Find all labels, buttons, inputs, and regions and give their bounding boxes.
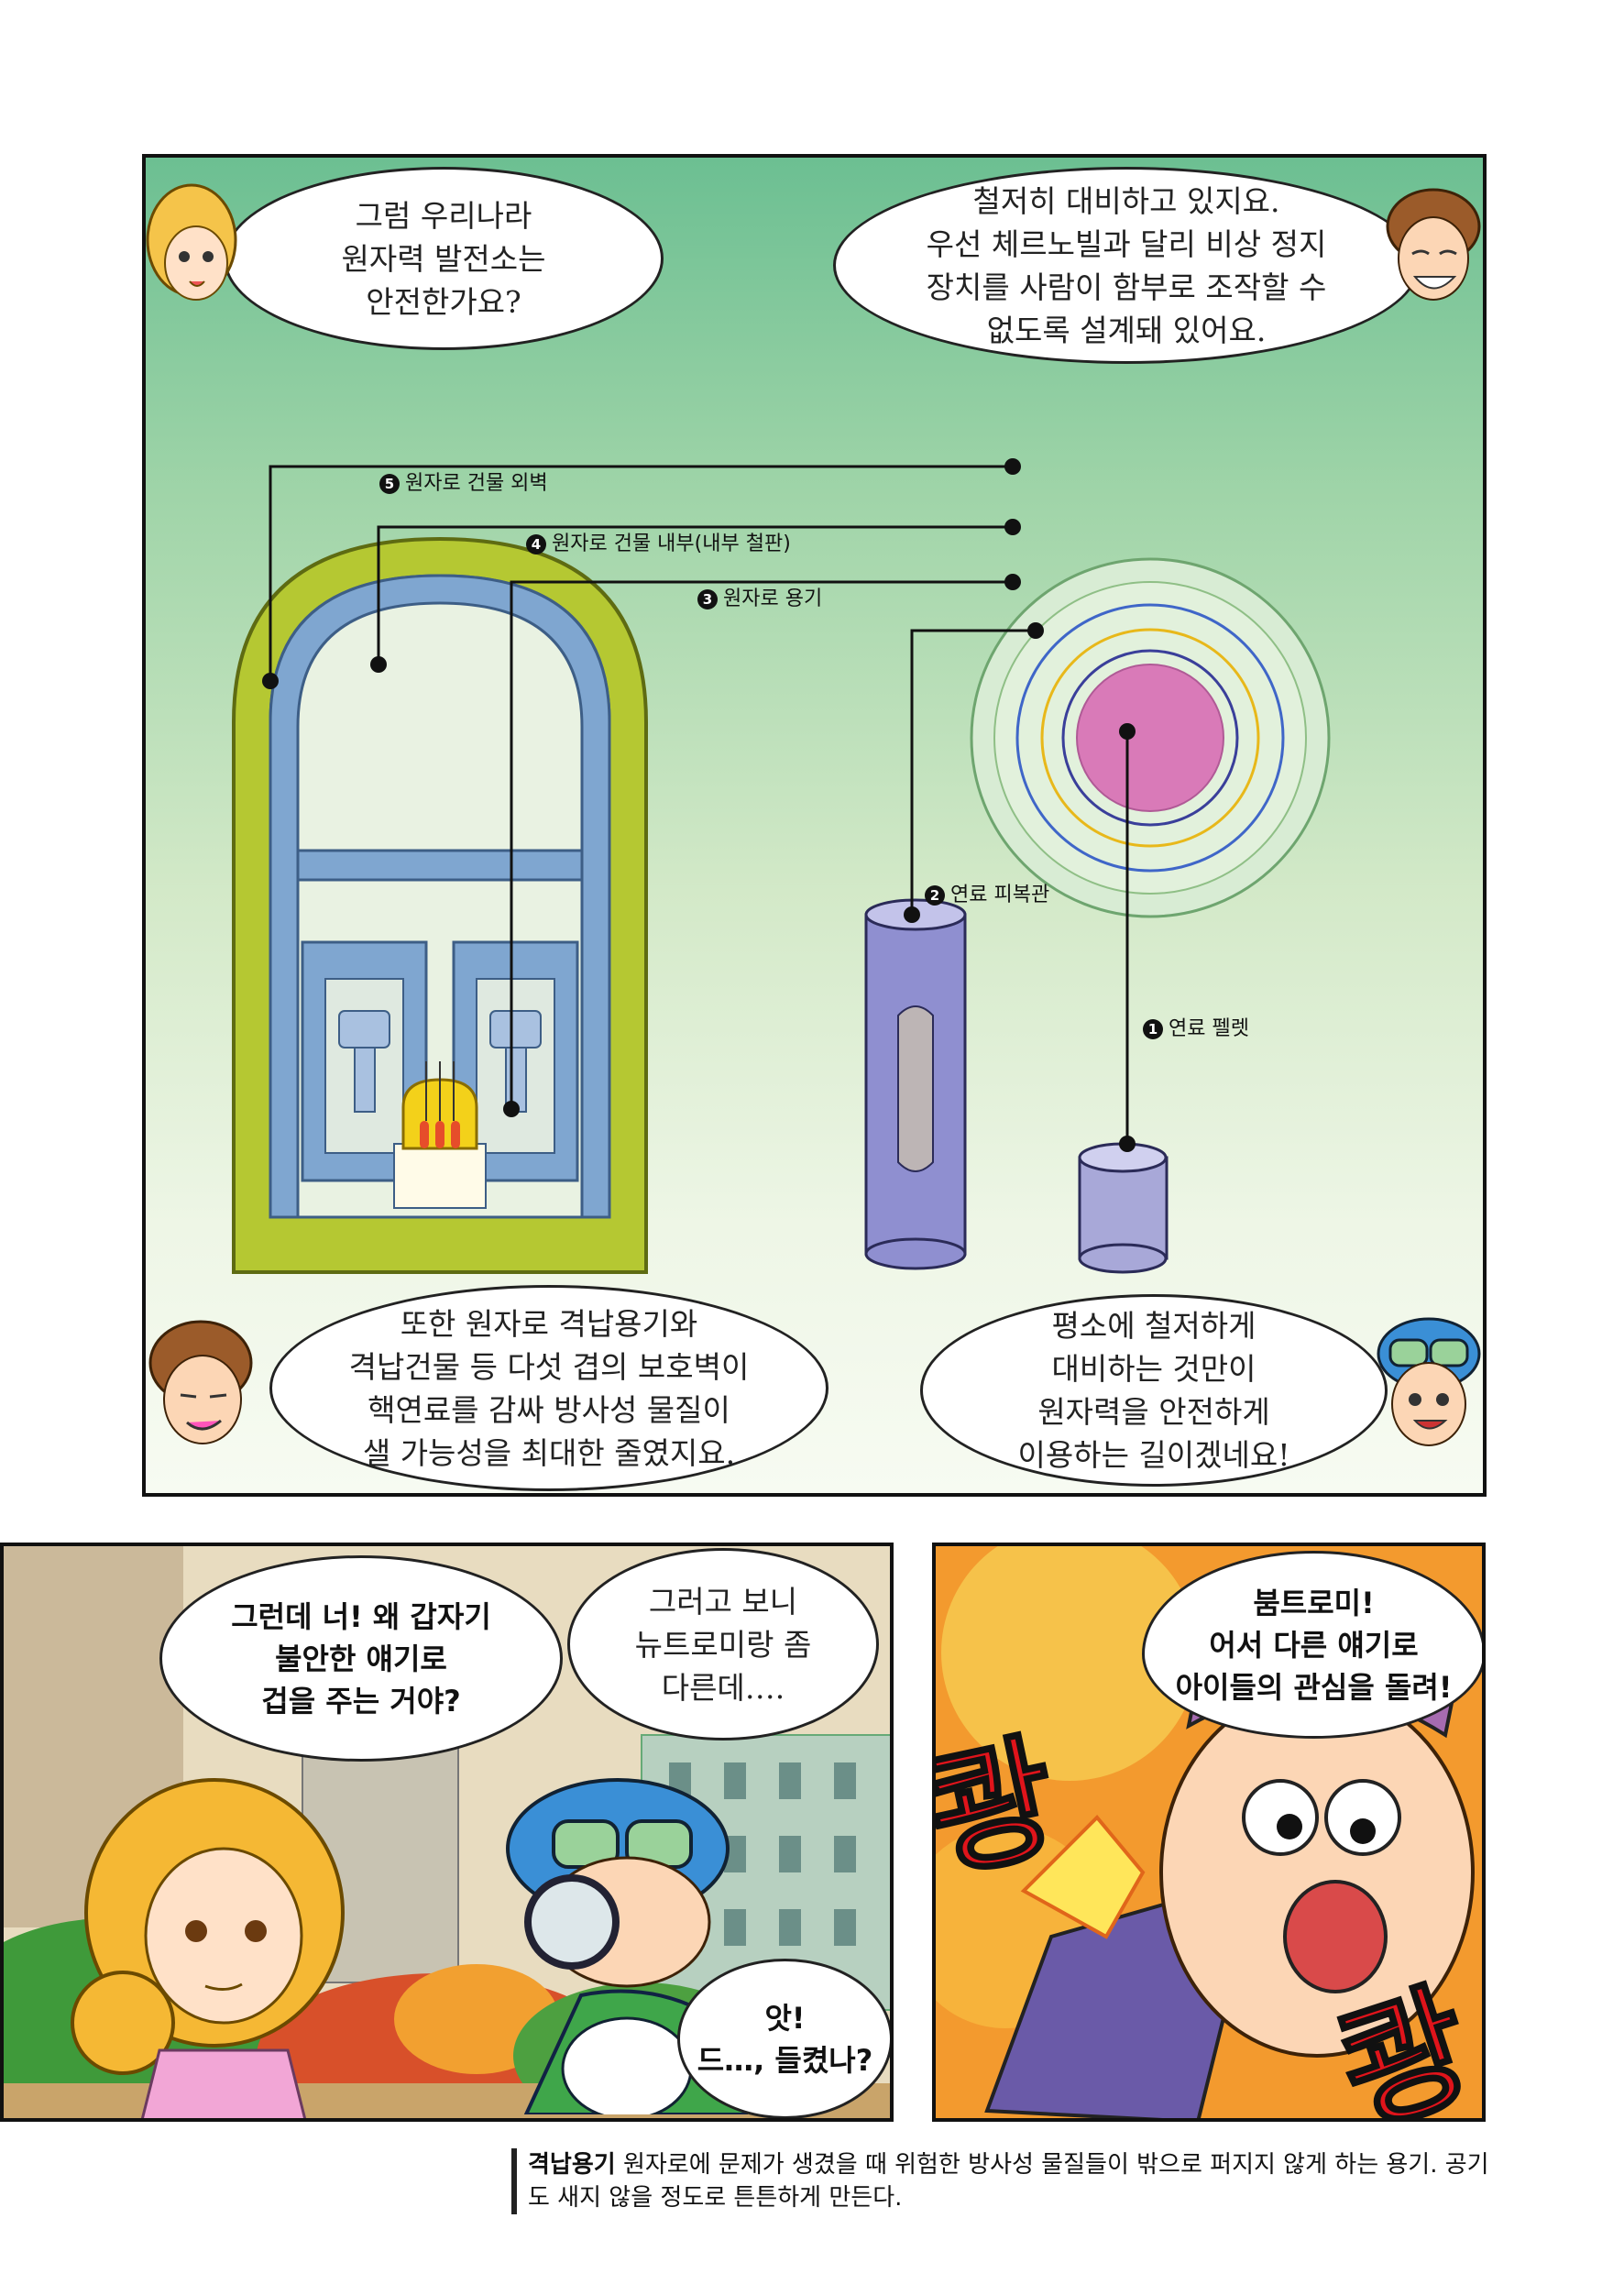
- speech-bubble-accuse: 그런데 너! 왜 갑자기 불안한 얘기로 겁을 주는 거야?: [159, 1555, 563, 1762]
- girl-character: [71, 1778, 345, 2118]
- speech-bubble-startled: 앗! 드…, 들켰나?: [677, 1959, 890, 2118]
- reactor-containment-diagram: [232, 458, 1331, 1274]
- speech-bubble-prepared: 철저히 대비하고 있지요. 우선 체르노빌과 달리 비상 정지 장치를 사람이 …: [833, 167, 1420, 364]
- speech-bubble-suspect: 그러고 보니 뉴트로미랑 좀 다른데….: [567, 1548, 879, 1740]
- professor-character-face: [1386, 188, 1481, 301]
- bottom-right-comic-panel: 쾅 쾅 붐트로미! 어서 다른 얘기로 아이들의 관심을 돌려!: [932, 1543, 1486, 2122]
- bottom-left-comic-panel: 그런데 너! 왜 갑자기 불안한 얘기로 겁을 주는 거야? 그러고 보니 뉴트…: [0, 1543, 894, 2122]
- leader-dots: [262, 458, 1136, 1152]
- footnote-text: 원자로에 문제가 생겼을 때 위험한 방사성 물질들이 밖으로 퍼지지 않게 하…: [528, 2151, 1489, 2212]
- speech-bubble-five-layers: 또한 원자로 격납용기와 격납건물 등 다섯 겹의 보호벽이 핵연료를 감싸 방…: [269, 1285, 828, 1491]
- speech-bubble-command: 붐트로미! 어서 다른 얘기로 아이들의 관심을 돌려!: [1142, 1551, 1482, 1739]
- speech-bubble-agree: 평소에 철저하게 대비하는 것만이 원자력을 안전하게 이용하는 길이겠네요!: [920, 1294, 1388, 1487]
- containment-building-cross-section: [232, 536, 648, 1274]
- label-leader-lines: [269, 465, 1129, 1144]
- concentric-layers-diagram: [970, 557, 1331, 918]
- girl-character-face: [146, 183, 237, 301]
- footnote-term: 격납용기: [528, 2151, 616, 2179]
- boy-goggles-character-face: [1377, 1317, 1481, 1446]
- speech-bubble-question: 그럼 우리나라 원자력 발전소는 안전한가요?: [224, 167, 664, 350]
- professor-character-face-2: [148, 1320, 253, 1444]
- fuel-pellet: [1078, 1142, 1169, 1274]
- footnote-definition: 격납용기 원자로에 문제가 생겼을 때 위험한 방사성 물질들이 밖으로 퍼지지…: [511, 2148, 1499, 2214]
- fuel-cladding-tube: [864, 898, 967, 1270]
